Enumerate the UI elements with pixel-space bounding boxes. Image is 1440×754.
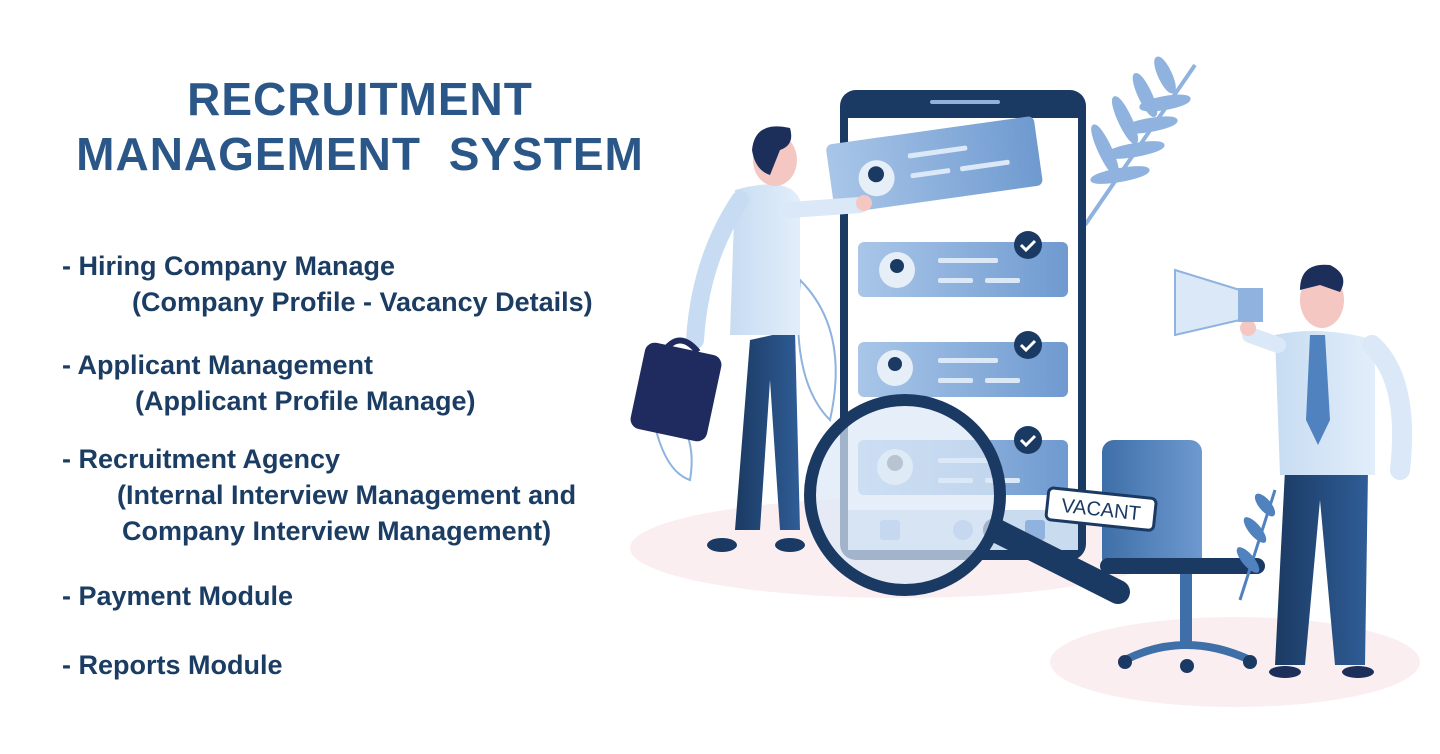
check-icon [1014,231,1042,259]
module-label: - Applicant Management [62,350,374,380]
man-with-briefcase [630,126,872,552]
page-title: RECRUITMENT MANAGEMENT SYSTEM [60,72,660,182]
module-label: - Payment Module [62,581,294,611]
applicant-card-1 [858,231,1068,297]
floor-shadow-right [1050,617,1420,707]
module-label: - Reports Module [62,650,283,680]
vacant-sign: VACANT [1044,486,1158,532]
title-line-2: MANAGEMENT SYSTEM [76,128,644,180]
module-detail: (Applicant Profile Manage) [135,386,476,416]
check-icon [1014,426,1042,454]
module-recruitment-agency: - Recruitment Agency (Internal Interview… [62,441,576,549]
module-hiring-company: - Hiring Company Manage (Company Profile… [62,248,593,320]
title-line-1: RECRUITMENT [187,73,533,125]
module-label: - Hiring Company Manage [62,251,396,281]
plant-icon [1236,489,1277,601]
fern-icon [1083,56,1197,227]
magnifier-icon [804,394,1130,604]
applicant-card-2 [858,331,1068,397]
check-icon [1014,331,1042,359]
module-detail: (Company Profile - Vacancy Details) [132,287,593,317]
applicant-card-lifted [826,116,1043,214]
module-reports: - Reports Module [62,647,283,683]
module-payment: - Payment Module [62,578,293,614]
module-label: - Recruitment Agency [62,444,341,474]
recruitment-illustration: VACANT [630,56,1420,707]
module-applicant-management: - Applicant Management (Applicant Profil… [62,347,476,419]
man-with-megaphone [1174,264,1412,678]
module-detail: (Internal Interview Management and [117,480,577,510]
module-detail-2: Company Interview Management) [122,516,552,546]
